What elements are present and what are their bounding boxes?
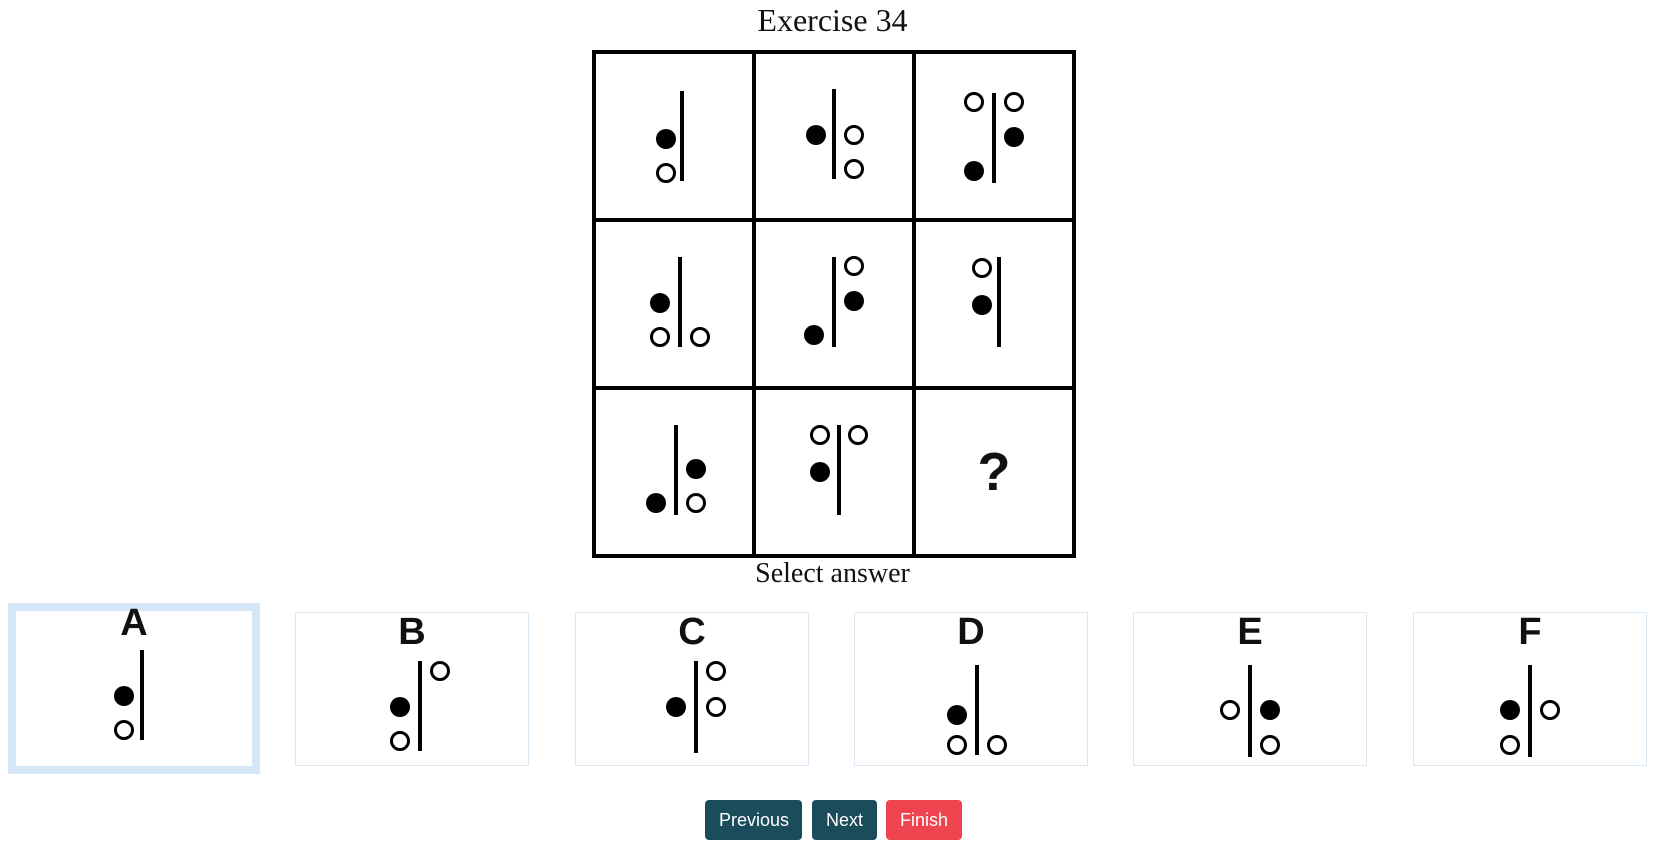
exercise-title: Exercise 34	[757, 2, 908, 38]
matrix-cell-7	[596, 390, 752, 554]
option-e[interactable]: E	[1133, 611, 1367, 766]
option-d[interactable]: D	[854, 611, 1088, 766]
matrix-cell-9: ?	[916, 390, 1072, 554]
next-button[interactable]: Next	[812, 800, 877, 840]
option-letter: F	[1518, 611, 1542, 653]
option-c[interactable]: C	[575, 611, 809, 766]
figure-7	[646, 425, 706, 515]
matrix-cell-5	[756, 222, 912, 386]
figure-6	[972, 257, 1001, 347]
figure-1	[656, 91, 684, 183]
finish-button[interactable]: Finish	[886, 800, 962, 840]
option-c-figure	[666, 661, 726, 753]
matrix-cell-8	[756, 390, 912, 554]
option-letter: A	[120, 602, 148, 644]
option-b-figure	[390, 661, 450, 751]
puzzle-matrix: ?	[592, 50, 1076, 558]
figure-4	[650, 257, 710, 347]
matrix-cell-4	[596, 222, 752, 386]
option-f-figure	[1500, 665, 1560, 757]
option-f[interactable]: F	[1413, 611, 1647, 766]
option-letter: D	[957, 611, 985, 653]
option-d-figure	[947, 665, 1007, 755]
select-answer-label: Select answer	[755, 558, 910, 589]
previous-button[interactable]: Previous	[705, 800, 802, 840]
option-e-figure	[1220, 665, 1280, 757]
option-b[interactable]: B	[295, 611, 529, 766]
option-a-figure	[114, 650, 144, 740]
matrix-cell-6	[916, 222, 1072, 386]
figure-3	[964, 92, 1024, 183]
option-letter: E	[1237, 611, 1263, 653]
figure-2	[806, 89, 864, 179]
missing-figure-question-mark: ?	[977, 442, 1011, 502]
matrix-cell-1	[596, 54, 752, 218]
matrix-cell-2	[756, 54, 912, 218]
option-letter: B	[398, 611, 426, 653]
option-a[interactable]: A	[8, 602, 260, 774]
option-letter: C	[678, 611, 706, 653]
figure-8	[810, 425, 868, 515]
matrix-cell-3	[916, 54, 1072, 218]
figure-5	[804, 256, 864, 347]
